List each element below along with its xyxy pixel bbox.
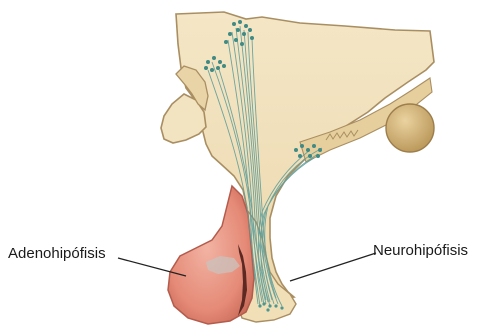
neuro-leader-line <box>290 253 376 281</box>
neurohypophysis-label: Neurohipófisis <box>373 242 468 260</box>
adenohypophysis-label: Adenohipófisis <box>8 245 106 263</box>
mammillary-body <box>386 104 434 152</box>
